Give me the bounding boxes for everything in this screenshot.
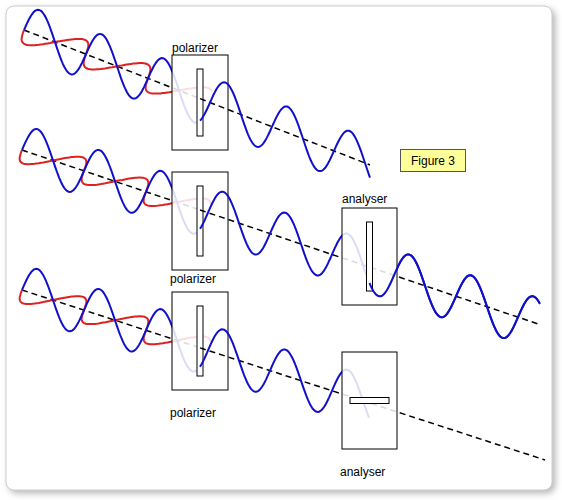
vertical-component-wave bbox=[200, 82, 370, 177]
analyser-label: analyser bbox=[342, 192, 387, 206]
polarizer-label: polarizer bbox=[170, 272, 216, 286]
frame bbox=[6, 6, 552, 490]
filter-plate bbox=[172, 55, 228, 150]
figure-title: Figure 3 bbox=[411, 154, 455, 168]
propagation-axis bbox=[200, 348, 545, 460]
transmission-slot bbox=[197, 69, 203, 136]
transmission-slot bbox=[350, 398, 389, 404]
figure-tag: Figure 3 bbox=[400, 149, 466, 172]
filter-plate bbox=[172, 172, 228, 270]
filter-plate bbox=[342, 352, 397, 449]
vertical-component-wave bbox=[370, 254, 540, 338]
polarizer-label: polarizer bbox=[172, 41, 218, 55]
analyser-label: analyser bbox=[340, 465, 385, 479]
outgoing-waves bbox=[200, 82, 545, 460]
transmission-slot bbox=[367, 222, 373, 291]
polarizer-label: polarizer bbox=[170, 406, 216, 420]
transmission-slot bbox=[197, 186, 203, 256]
propagation-axis bbox=[200, 210, 540, 325]
vertical-component-wave bbox=[200, 192, 540, 338]
filter-plate bbox=[342, 208, 397, 305]
filter-plate bbox=[172, 292, 228, 390]
filters bbox=[172, 55, 228, 390]
